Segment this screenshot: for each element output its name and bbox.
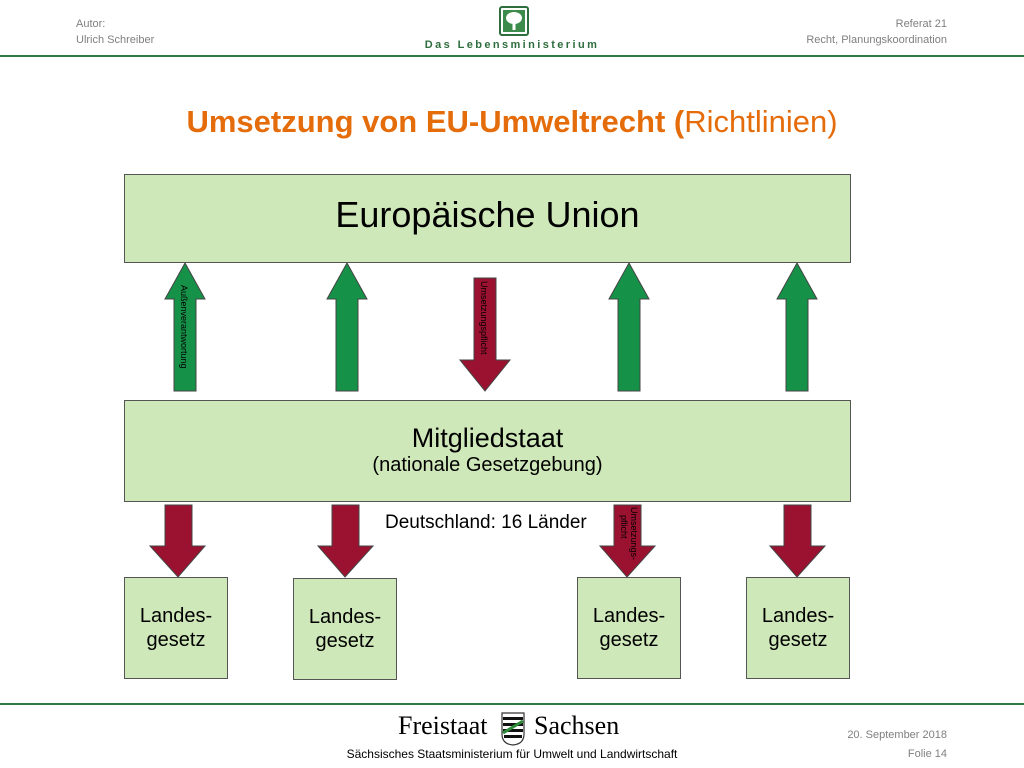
ministry-logo-text: Das Lebensministerium — [424, 39, 600, 51]
department-block: Referat 21 Recht, Planungskoordination — [806, 16, 947, 48]
arrow-label-implementation-duty: Umsetzungspflicht — [479, 281, 489, 355]
member-state-sub: (nationale Gesetzgebung) — [372, 454, 603, 476]
author-block: Autor: Ulrich Schreiber — [76, 16, 154, 48]
down-arrow-land-2 — [316, 504, 375, 578]
down-arrow-eu — [458, 277, 512, 392]
author-name: Ulrich Schreiber — [76, 34, 155, 46]
down-arrow-land-4 — [768, 504, 827, 578]
tree-logo-icon — [499, 6, 529, 36]
footer-brand-right: Sachsen — [534, 711, 620, 740]
state-law-line1: Landes- — [761, 605, 835, 627]
state-law-line1: Landes- — [592, 605, 666, 627]
up-arrow-4 — [776, 261, 818, 392]
eu-label: Europäische Union — [335, 193, 640, 235]
up-arrow-1 — [164, 261, 206, 392]
department-name: Recht, Planungskoordination — [806, 34, 947, 46]
eu-box: Europäische Union — [124, 174, 851, 263]
footer-slide-number: Folie 14 — [907, 748, 947, 760]
state-law-box-1: Landes- gesetz — [124, 577, 228, 679]
state-law-line2: gesetz — [768, 629, 828, 651]
up-arrow-2 — [326, 261, 368, 392]
state-law-box-3: Landes- gesetz — [577, 577, 681, 679]
slide-title-bold: Umsetzung von EU-Umweltrecht ( — [186, 104, 685, 139]
ministry-logo: Das Lebensministerium — [406, 4, 618, 54]
arrow-label-implementation-duty-2a: Umsetzungs- — [629, 507, 639, 560]
down-arrow-land-3 — [598, 504, 657, 578]
saxony-coat-of-arms-icon — [501, 712, 525, 746]
footer-brand-left: Freistaat — [398, 711, 488, 740]
germany-label: Deutschland: 16 Länder — [385, 512, 587, 533]
state-law-line1: Landes- — [139, 605, 213, 627]
state-law-box-4: Landes- gesetz — [746, 577, 850, 679]
department-label: Referat 21 — [895, 18, 947, 30]
up-arrow-3 — [608, 261, 650, 392]
arrow-label-outer-responsibility: Außenverantwortung — [179, 285, 189, 369]
down-arrow-land-1 — [148, 504, 207, 578]
footer-divider — [0, 703, 1024, 705]
slide-title-light: Richtlinien) — [684, 104, 838, 139]
state-law-line1: Landes- — [308, 606, 382, 628]
state-law-line2: gesetz — [599, 629, 659, 651]
state-law-line2: gesetz — [146, 629, 206, 651]
header-divider — [0, 55, 1024, 57]
member-state-box: Mitgliedstaat (nationale Gesetzgebung) — [124, 400, 851, 502]
state-law-line2: gesetz — [315, 630, 375, 652]
footer-date: 20. September 2018 — [847, 729, 947, 741]
slide-title: Umsetzung von EU-Umweltrecht (Richtlinie… — [0, 104, 1024, 140]
author-label: Autor: — [76, 18, 106, 30]
footer-ministry: Sächsisches Staatsministerium für Umwelt… — [346, 747, 678, 761]
arrow-label-implementation-duty-2b: pflicht — [619, 515, 629, 539]
state-law-box-2: Landes- gesetz — [293, 578, 397, 680]
member-state-label: Mitgliedstaat — [411, 423, 564, 453]
